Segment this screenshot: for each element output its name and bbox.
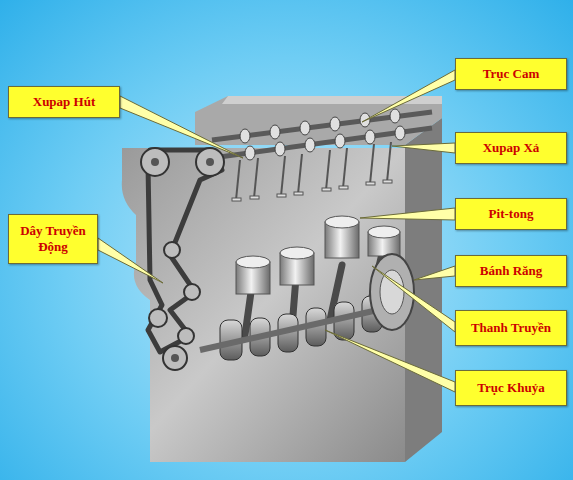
callout-box: Trục Khuỷa <box>455 370 567 406</box>
callout-box: Bánh Răng <box>455 255 567 287</box>
part-label: Dây Truyền Động <box>9 219 97 260</box>
callout-box: Xupap Xả <box>455 132 567 164</box>
part-label: Trục Cam <box>478 62 544 86</box>
callout-box: Thanh Truyền <box>455 310 567 346</box>
callout-box: Xupap Hút <box>8 86 120 118</box>
part-label: Xupap Hút <box>28 90 101 114</box>
part-label: Bánh Răng <box>475 259 548 283</box>
part-label: Pit-tong <box>484 202 539 226</box>
callout-box: Trục Cam <box>455 58 567 90</box>
callout-box: Pit-tong <box>455 198 567 230</box>
part-label: Trục Khuỷa <box>472 376 549 400</box>
part-label: Xupap Xả <box>478 136 545 160</box>
part-label: Thanh Truyền <box>466 316 556 340</box>
callout-box: Dây Truyền Động <box>8 214 98 264</box>
